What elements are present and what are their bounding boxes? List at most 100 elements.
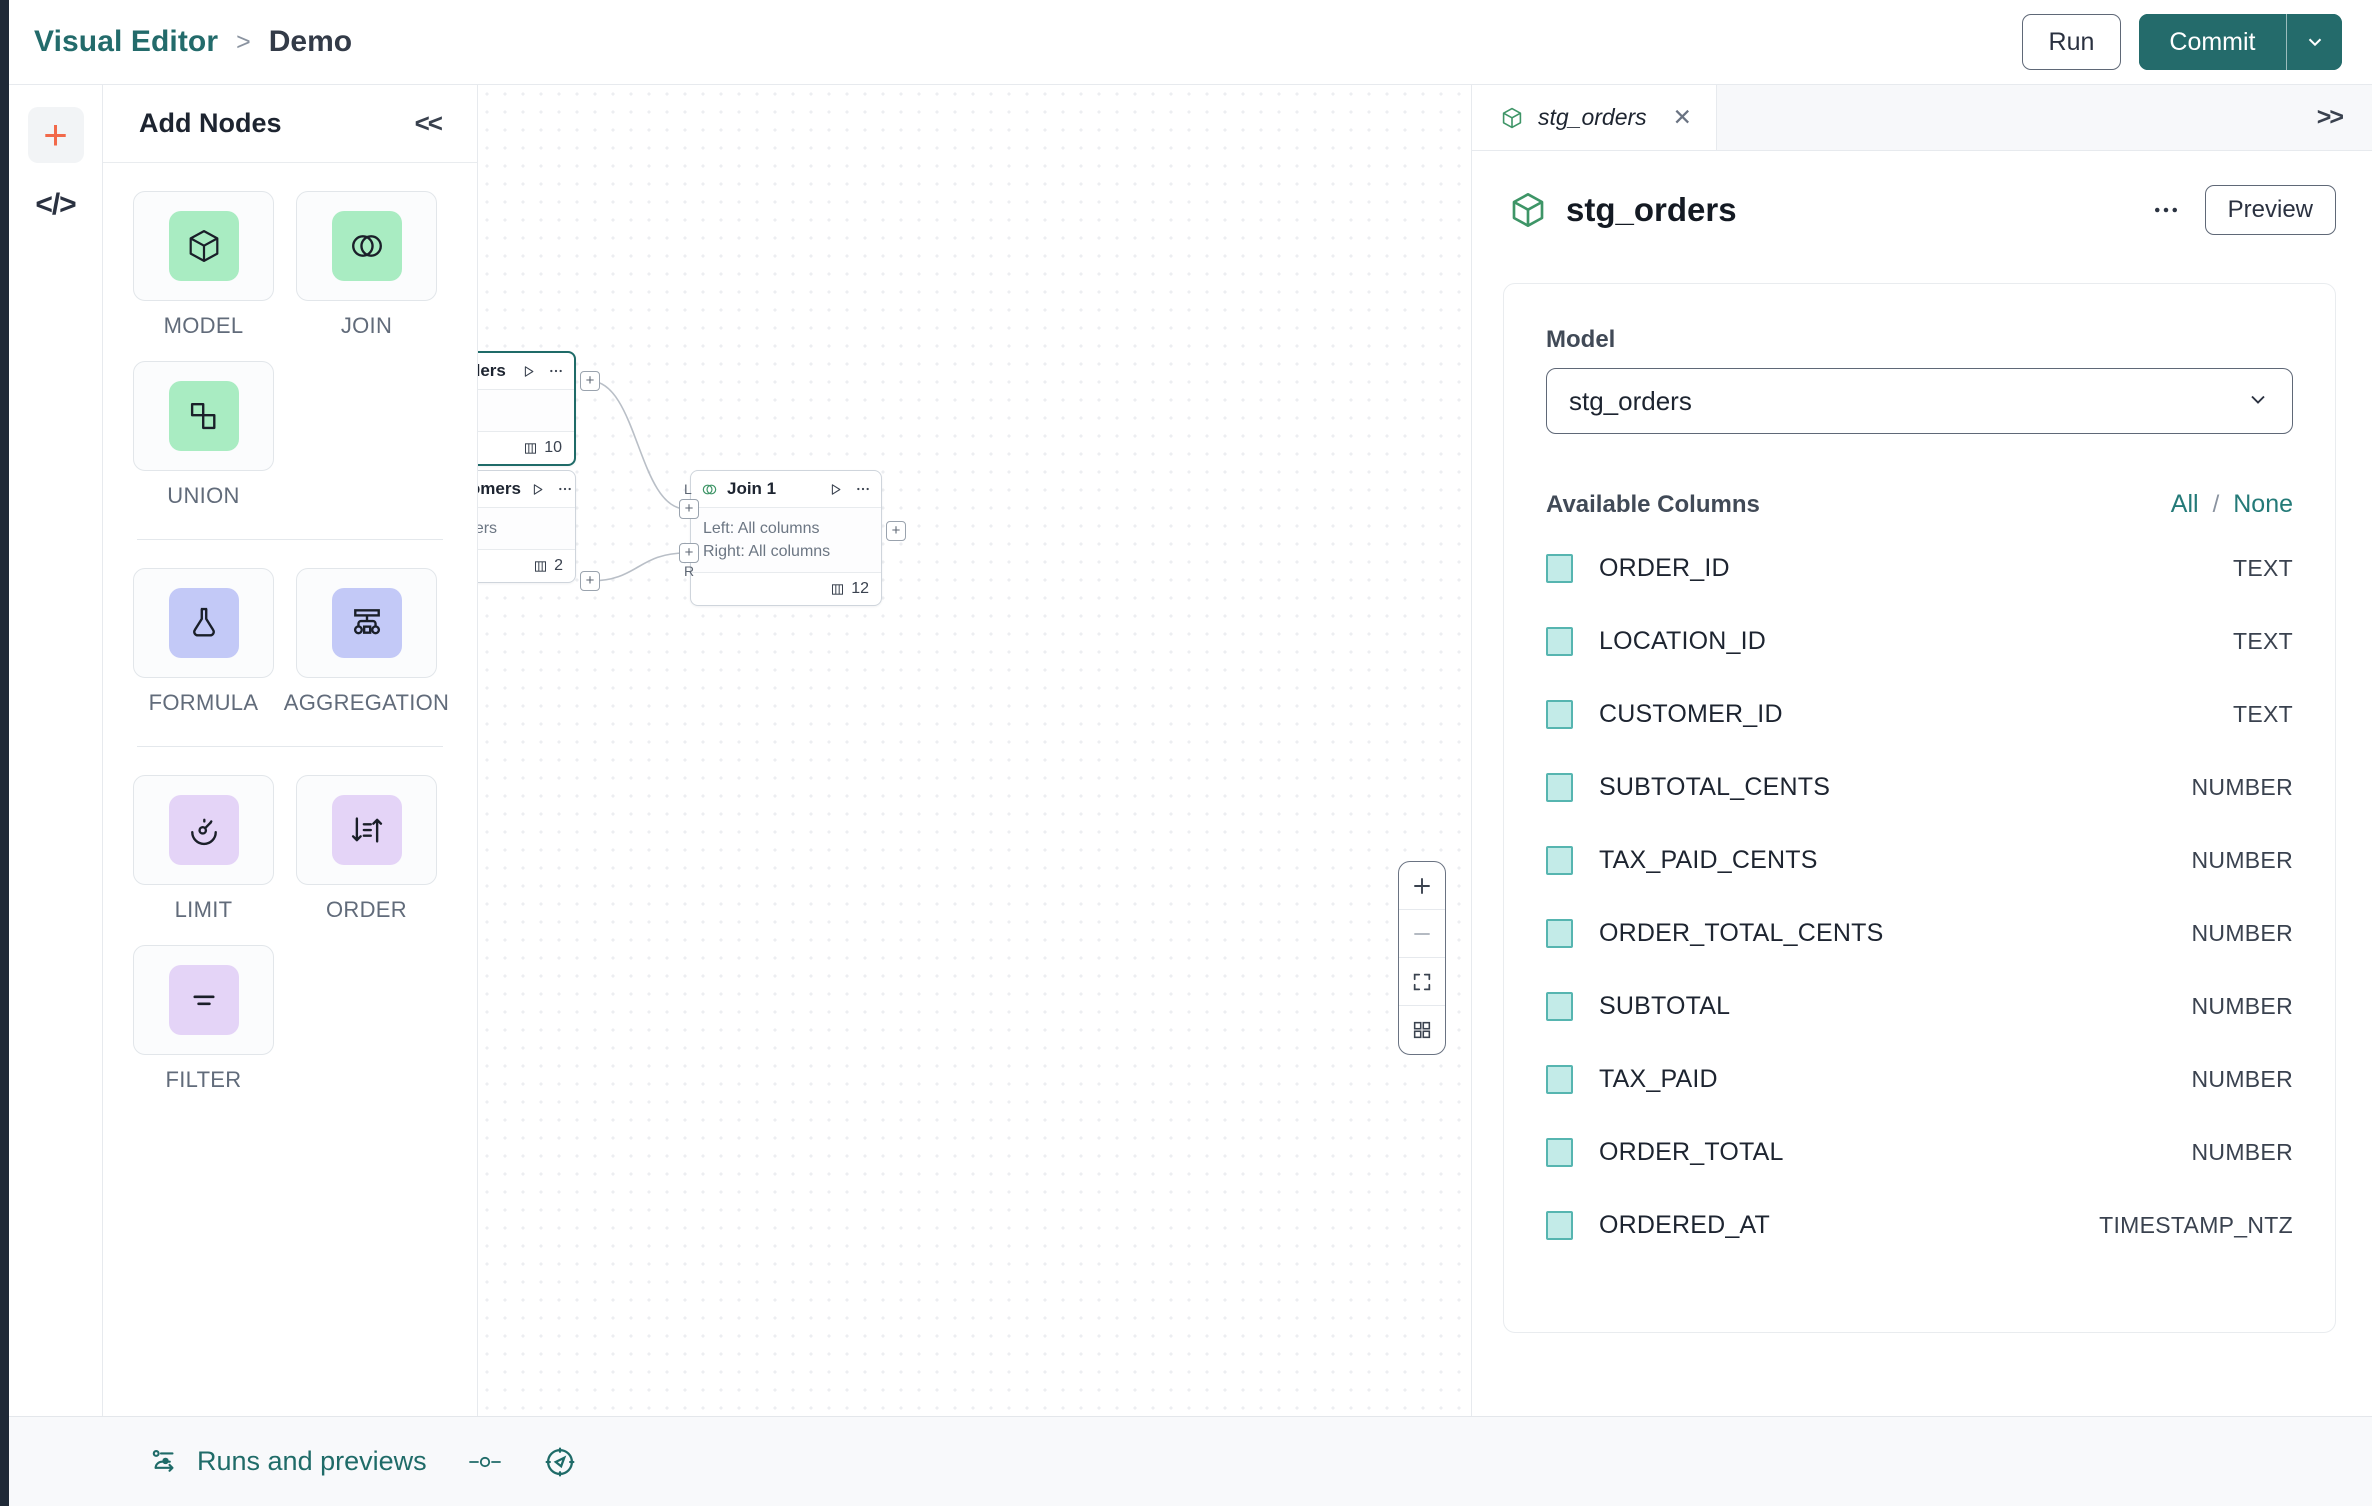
add-node-rail-button[interactable]: +: [27, 107, 84, 163]
select-none-link[interactable]: None: [2233, 490, 2293, 518]
minimap-button[interactable]: [1399, 1006, 1445, 1054]
bottom-bar: Runs and previews: [9, 1416, 2372, 1506]
node-palette-item-filter[interactable]: FILTER: [133, 945, 274, 1093]
available-columns-title: Available Columns: [1546, 490, 1760, 518]
compass-button[interactable]: [543, 1445, 577, 1479]
column-row[interactable]: LOCATION_ID TEXT: [1546, 617, 2293, 665]
node-actions: [530, 481, 573, 497]
code-icon: </>: [35, 188, 76, 221]
column-row[interactable]: SUBTOTAL NUMBER: [1546, 982, 2293, 1030]
node-tile[interactable]: [133, 945, 274, 1055]
expand-panel-button[interactable]: >>: [2316, 103, 2344, 131]
column-checkbox[interactable]: [1546, 772, 1573, 802]
node-palette-item-model[interactable]: MODEL: [133, 191, 274, 339]
code-view-rail-button[interactable]: </>: [28, 177, 84, 233]
column-row[interactable]: ORDERED_AT TIMESTAMP_NTZ: [1546, 1201, 2293, 1249]
zoom-in-button[interactable]: [1399, 862, 1445, 910]
model-select[interactable]: stg_orders: [1546, 368, 2293, 434]
node-tile[interactable]: [133, 775, 274, 885]
node-palette-item-join[interactable]: JOIN: [296, 191, 437, 339]
column-type: TEXT: [2233, 627, 2293, 654]
play-icon[interactable]: [530, 482, 545, 497]
column-name: ORDERED_AT: [1599, 1210, 1771, 1239]
commit-button[interactable]: Commit: [2139, 14, 2286, 70]
node-output-port-customers[interactable]: +: [580, 571, 600, 591]
tab-label: stg_orders: [1538, 104, 1647, 130]
node-tile[interactable]: [296, 775, 437, 885]
commit-dropdown-button[interactable]: [2287, 14, 2342, 70]
column-row[interactable]: TAX_PAID NUMBER: [1546, 1055, 2293, 1103]
tab-stg-orders[interactable]: stg_orders ✕: [1472, 85, 1717, 150]
column-checkbox[interactable]: [1546, 1064, 1573, 1094]
node-tile[interactable]: [133, 361, 274, 471]
ellipsis-icon[interactable]: [557, 481, 573, 497]
play-icon[interactable]: [828, 482, 843, 497]
close-icon[interactable]: ✕: [1672, 104, 1692, 130]
node-tile[interactable]: [296, 568, 437, 678]
flow-canvas[interactable]: stg_orders stg_orders 10 + stg_customers: [478, 85, 1472, 1416]
join-output-port[interactable]: +: [886, 521, 906, 541]
join-input-port-right[interactable]: +: [679, 543, 699, 563]
node-chip: [331, 211, 402, 281]
canvas-node-stg-customers[interactable]: stg_customers stg_customers 2: [478, 470, 576, 584]
node-palette-item-union[interactable]: UNION: [133, 361, 274, 509]
node-output-port-orders[interactable]: +: [580, 371, 600, 391]
node-palette-item-limit[interactable]: LIMIT: [133, 775, 274, 923]
column-row[interactable]: CUSTOMER_ID TEXT: [1546, 690, 2293, 738]
runs-and-previews-button[interactable]: Runs and previews: [149, 1446, 427, 1478]
node-tile[interactable]: [133, 191, 274, 301]
node-tile[interactable]: [133, 568, 274, 678]
column-checkbox[interactable]: [1546, 699, 1573, 729]
canvas-node-stg-orders[interactable]: stg_orders stg_orders 10: [478, 351, 576, 467]
breadcrumb-root-link[interactable]: Visual Editor: [34, 25, 219, 58]
node-chip: [168, 211, 239, 281]
column-row[interactable]: ORDER_TOTAL_CENTS NUMBER: [1546, 909, 2293, 957]
available-columns-header: Available Columns All / None: [1546, 490, 2293, 519]
toggle-button[interactable]: [467, 1451, 503, 1473]
column-checkbox[interactable]: [1546, 991, 1573, 1021]
column-checkbox[interactable]: [1546, 918, 1573, 948]
column-checkbox[interactable]: [1546, 1137, 1573, 1167]
preview-button[interactable]: Preview: [2204, 185, 2336, 235]
cube-icon: [189, 230, 218, 262]
venn-circles-icon: [351, 235, 382, 257]
runs-flow-icon: [152, 1449, 174, 1472]
node-group-divider: [137, 746, 443, 747]
select-all-link[interactable]: All: [2170, 490, 2199, 518]
details-title-actions: Preview: [2151, 185, 2336, 235]
column-checkbox[interactable]: [1546, 1210, 1573, 1240]
node-subtitle-left: Left: All columns: [703, 520, 820, 537]
column-name: SUBTOTAL: [1599, 991, 1731, 1020]
ellipsis-icon[interactable]: [2151, 195, 2181, 225]
node-tile[interactable]: [296, 191, 437, 301]
run-button[interactable]: Run: [2021, 14, 2122, 70]
node-header: stg_customers: [478, 471, 575, 508]
play-icon[interactable]: [521, 364, 536, 379]
column-row[interactable]: ORDER_ID TEXT: [1546, 544, 2293, 592]
join-input-port-left[interactable]: +: [679, 499, 699, 519]
node-subtitle-right: Right: All columns: [703, 543, 831, 561]
ellipsis-icon[interactable]: [548, 363, 564, 379]
column-row[interactable]: TAX_PAID_CENTS NUMBER: [1546, 836, 2293, 884]
node-palette-item-order[interactable]: ORDER: [296, 775, 437, 923]
column-checkbox[interactable]: [1546, 626, 1573, 656]
node-palette-item-aggregation[interactable]: AGGREGATION: [284, 568, 449, 716]
column-checkbox[interactable]: [1546, 553, 1573, 583]
column-row[interactable]: ORDER_TOTAL NUMBER: [1546, 1128, 2293, 1176]
node-title: stg_customers: [478, 479, 521, 498]
fit-view-button[interactable]: [1399, 958, 1445, 1006]
edge-layer: [589, 380, 687, 582]
node-column-count: 10: [544, 439, 562, 457]
venn-circles-icon: [702, 484, 717, 494]
column-checkbox[interactable]: [1546, 845, 1573, 875]
ellipsis-icon[interactable]: [855, 481, 871, 497]
column-type: TEXT: [2233, 554, 2293, 581]
zoom-out-button[interactable]: [1399, 910, 1445, 958]
column-row[interactable]: SUBTOTAL_CENTS NUMBER: [1546, 763, 2293, 811]
node-palette-item-formula[interactable]: FORMULA: [133, 568, 274, 716]
collapse-panel-button[interactable]: <<: [414, 108, 443, 138]
fit-view-icon: [1413, 973, 1431, 990]
column-name: SUBTOTAL_CENTS: [1599, 772, 1831, 801]
canvas-node-join-1[interactable]: Join 1 Left: All columns Right: All colu…: [690, 470, 882, 607]
